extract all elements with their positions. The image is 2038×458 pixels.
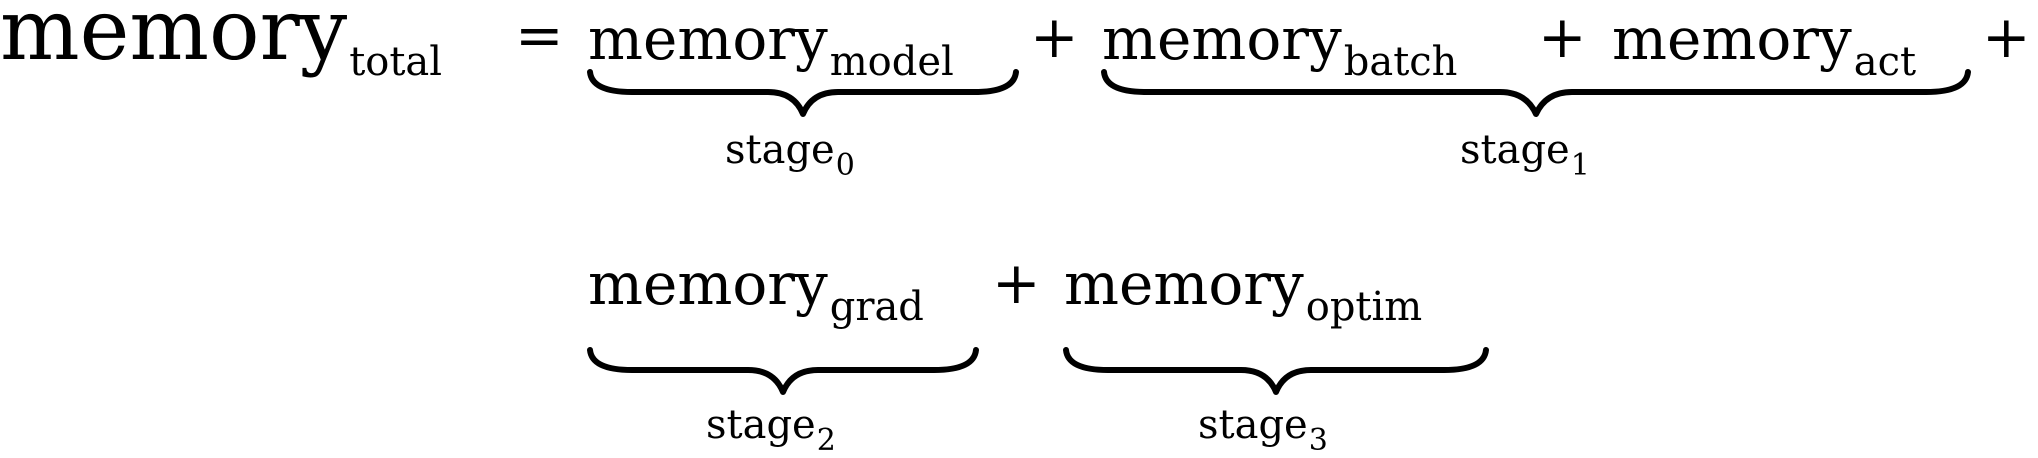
grad-subscript: grad (829, 284, 924, 330)
stage-base: stage (1198, 402, 1308, 448)
stage-subscript: 1 (1570, 148, 1590, 183)
underbrace-stage2 (587, 347, 979, 395)
underbrace-stage0 (587, 69, 1019, 117)
plus-sign: + (992, 249, 1041, 317)
memory-total-term: memorytotal (0, 0, 442, 82)
underbrace-stage3 (1063, 347, 1489, 395)
stage0-label: stage0 (725, 127, 855, 181)
stage-base: stage (706, 402, 816, 448)
optim-subscript: optim (1305, 284, 1423, 330)
memory-base: memory (588, 250, 828, 318)
plus-sign: + (1030, 3, 1079, 71)
plus-sign: + (1982, 3, 2031, 71)
stage-subscript: 0 (835, 148, 855, 183)
stage-base: stage (725, 127, 835, 173)
stage3-label: stage3 (1198, 402, 1328, 456)
batch-subscript: batch (1343, 39, 1458, 85)
model-subscript: model (829, 39, 954, 85)
stage2-label: stage2 (706, 402, 836, 456)
memory-optim-term: memoryoptim (1064, 255, 1422, 327)
stage-subscript: 3 (1308, 423, 1328, 458)
underbrace-stage1 (1101, 69, 1971, 117)
memory-base: memory (1612, 5, 1852, 73)
memory-base: memory (588, 5, 828, 73)
stage1-label: stage1 (1460, 127, 1590, 181)
plus-sign: + (1538, 3, 1587, 71)
stage-base: stage (1460, 127, 1570, 173)
act-subscript: act (1853, 39, 1917, 85)
total-subscript: total (349, 39, 443, 85)
memory-base: memory (1064, 250, 1304, 318)
memory-act-term: memoryact (1612, 10, 1916, 82)
equals-sign: = (515, 1, 564, 69)
memory-base: memory (0, 0, 348, 79)
memory-base: memory (1102, 5, 1342, 73)
memory-batch-term: memorybatch (1102, 10, 1457, 82)
stage-subscript: 2 (816, 423, 836, 458)
memory-grad-term: memorygrad (588, 255, 924, 327)
memory-model-term: memorymodel (588, 10, 954, 82)
